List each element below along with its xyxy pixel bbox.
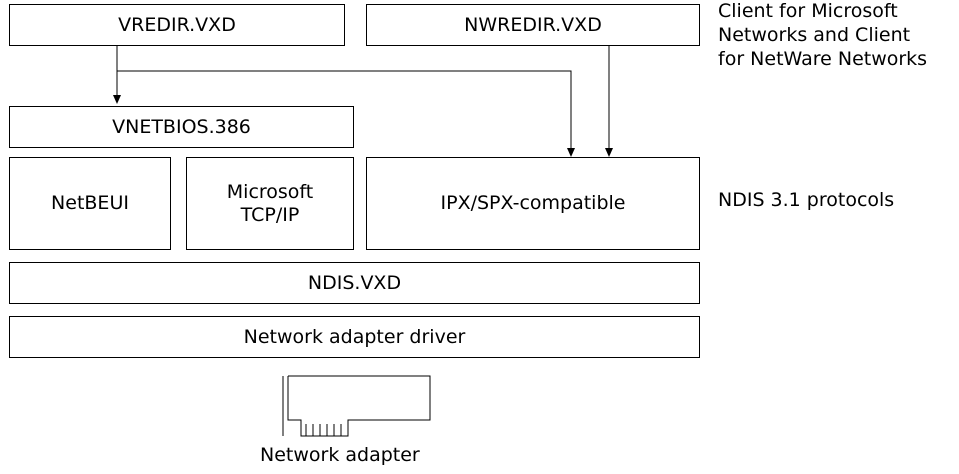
vredir-label: VREDIR.VXD xyxy=(118,13,236,36)
arrow-vredir-to-ipx xyxy=(567,148,575,157)
clients-note: Client for Microsoft Networks and Client… xyxy=(718,0,928,70)
ipxspx-label: IPX/SPX-compatible xyxy=(440,192,626,215)
network-adapter-card-icon xyxy=(282,375,431,437)
protocols-note: NDIS 3.1 protocols xyxy=(718,189,895,211)
adapter-driver-label: Network adapter driver xyxy=(243,325,466,348)
adapter-driver-box: Network adapter driver xyxy=(9,316,700,358)
ndis-label: NDIS.VXD xyxy=(307,271,402,294)
vnetbios-box: VNETBIOS.386 xyxy=(9,106,354,148)
tcpip-label: Microsoft TCP/IP xyxy=(226,180,314,226)
vredir-box: VREDIR.VXD xyxy=(9,4,345,46)
vnetbios-label: VNETBIOS.386 xyxy=(112,115,251,138)
arrow-to-vnetbios xyxy=(113,95,121,104)
netbeui-label: NetBEUI xyxy=(51,192,129,215)
netbeui-box: NetBEUI xyxy=(9,157,171,250)
nwredir-label: NWREDIR.VXD xyxy=(464,13,602,36)
ipxspx-box: IPX/SPX-compatible xyxy=(366,157,700,250)
arrow-nwredir-to-ipx xyxy=(605,148,613,157)
vredir-to-ipx-line xyxy=(117,70,572,148)
nwredir-box: NWREDIR.VXD xyxy=(366,4,700,46)
tcpip-box: Microsoft TCP/IP xyxy=(186,157,354,250)
network-adapter-caption: Network adapter xyxy=(260,444,420,466)
ndis-box: NDIS.VXD xyxy=(9,262,700,304)
